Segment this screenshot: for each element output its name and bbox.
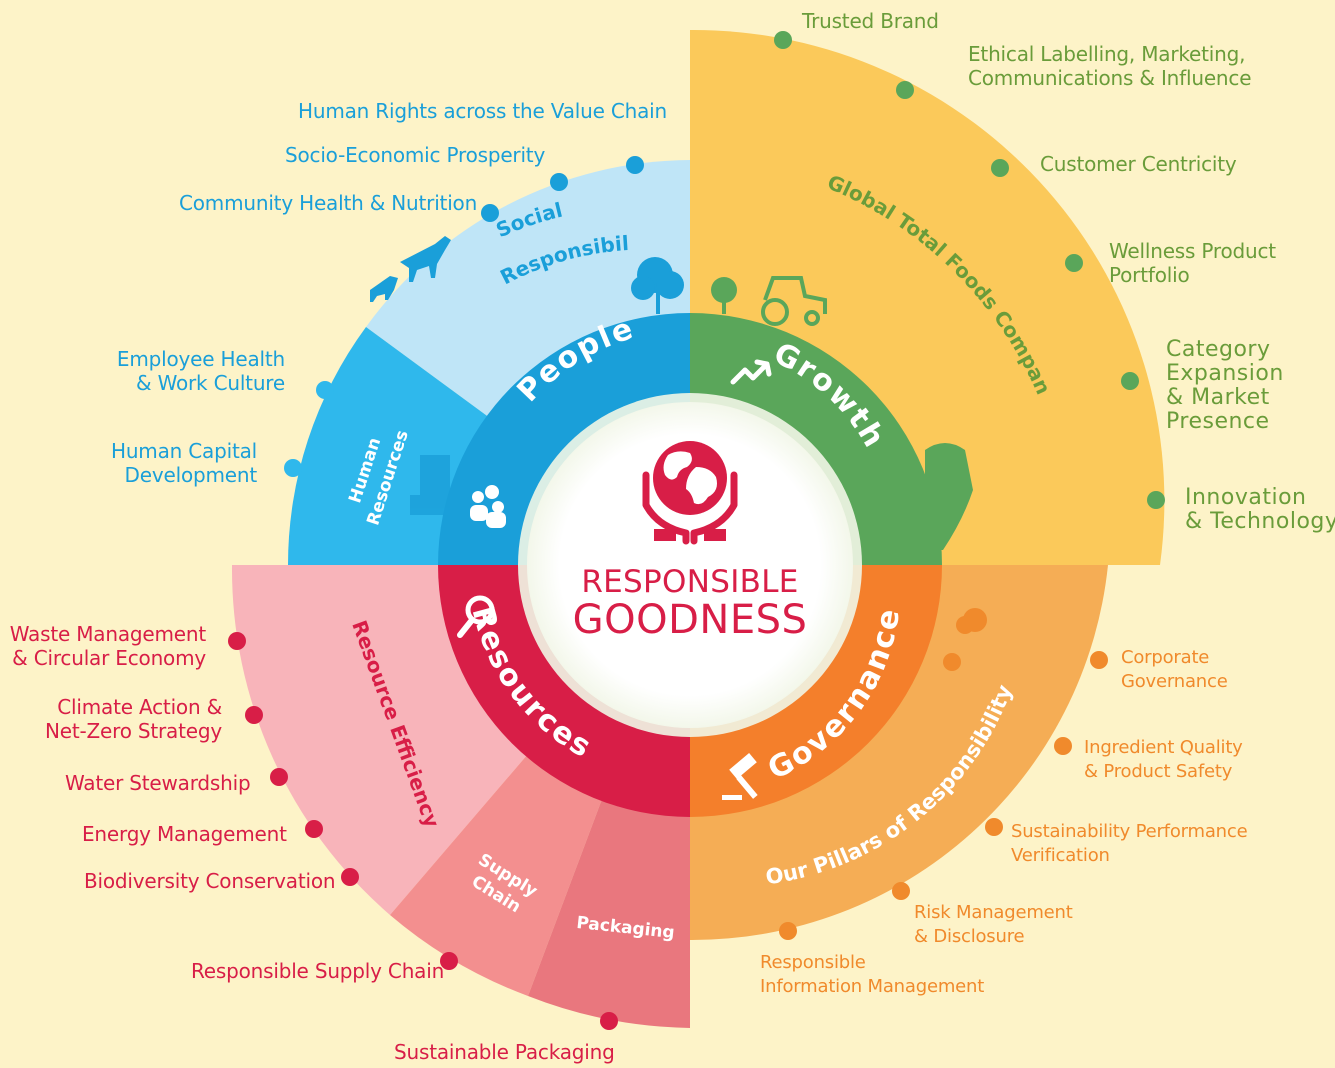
label-employee-health-1: Employee Health [116, 347, 285, 371]
small-tree-icon [711, 277, 737, 314]
label-waste-2: & Circular Economy [12, 646, 206, 670]
center-title-line1: RESPONSIBLE [581, 564, 799, 600]
people-dots [481, 156, 644, 222]
label-corporate-governance: Corporate Governance [1121, 646, 1228, 694]
label-innovation: Innovation & Technology [1185, 486, 1335, 534]
label-sustainability-2: Verification [1011, 845, 1110, 866]
label-info-2: Information Management [760, 976, 985, 997]
label-customer-centricity: Customer Centricity [1040, 152, 1237, 176]
label-ingredient-2: & Product Safety [1084, 761, 1233, 782]
resources-dots [228, 632, 618, 1030]
label-category-expansion: Category Expansion & Market Presence [1166, 338, 1284, 434]
label-sustainability-verification: Sustainability Performance Verification [1011, 820, 1248, 868]
label-energy-management: Energy Management [82, 822, 287, 846]
label-climate-1: Climate Action & [57, 695, 222, 719]
label-climate-2: Net-Zero Strategy [44, 719, 222, 743]
tree-cluster-icon [943, 608, 987, 671]
label-corporate-2: Governance [1121, 671, 1228, 692]
label-corporate-1: Corporate [1121, 647, 1210, 668]
hr-dots [284, 381, 334, 477]
label-innovation-2: & Technology [1185, 509, 1335, 534]
label-ethical-2: Communications & Influence [968, 66, 1252, 90]
label-human-capital-2: Development [124, 463, 258, 487]
magnifier-icon [457, 595, 495, 638]
cattle-icon [370, 236, 451, 302]
label-ethical-1: Ethical Labelling, Marketing, [968, 42, 1246, 66]
tree-icon [631, 257, 684, 314]
label-wellness-1: Wellness Product [1109, 239, 1276, 263]
label-category-2: Expansion [1166, 361, 1284, 386]
governance-dots [779, 651, 1108, 940]
label-waste-management: Waste Management & Circular Economy [0, 622, 206, 670]
tractor-icon [761, 276, 827, 326]
label-sustainability-1: Sustainability Performance [1011, 821, 1248, 842]
label-biodiversity: Biodiversity Conservation [84, 869, 336, 893]
growth-dots [774, 31, 1165, 509]
label-category-4: Presence [1166, 409, 1270, 434]
center-title: RESPONSIBLE GOODNESS [560, 565, 820, 641]
label-category-3: & Market [1166, 385, 1270, 410]
label-water-stewardship: Water Stewardship [65, 771, 251, 795]
label-human-capital-1: Human Capital [110, 439, 257, 463]
label-sustainable-packaging: Sustainable Packaging [394, 1040, 615, 1064]
center-disc [527, 402, 853, 728]
center-title-line2: GOODNESS [572, 597, 808, 643]
label-trusted-brand: Trusted Brand [802, 9, 939, 33]
label-community-health: Community Health & Nutrition [179, 191, 478, 215]
label-ingredient-1: Ingredient Quality [1084, 737, 1243, 758]
label-category-1: Category [1166, 337, 1271, 362]
label-human-rights: Human Rights across the Value Chain [298, 99, 667, 123]
label-waste-1: Waste Management [9, 622, 206, 646]
label-risk-2: & Disclosure [914, 926, 1025, 947]
globe-in-hands-icon [642, 441, 738, 545]
gavel-icon [722, 753, 758, 800]
people-group-icon [470, 485, 506, 528]
factory-icon [410, 455, 450, 515]
label-employee-health: Employee Health & Work Culture [100, 347, 285, 395]
label-innovation-1: Innovation [1185, 485, 1307, 510]
label-wellness-2: Portfolio [1109, 263, 1190, 287]
trend-up-icon [730, 359, 772, 385]
label-wellness-portfolio: Wellness Product Portfolio [1109, 239, 1276, 287]
label-information-management: Responsible Information Management [760, 951, 984, 999]
label-ingredient-quality: Ingredient Quality & Product Safety [1084, 736, 1243, 784]
farm-silhouette-icon [925, 443, 973, 550]
label-human-capital: Human Capital Development [80, 439, 257, 487]
label-responsible-supply-chain: Responsible Supply Chain [191, 959, 445, 983]
label-socio-economic: Socio-Economic Prosperity [285, 143, 546, 167]
label-ethical-labelling: Ethical Labelling, Marketing, Communicat… [968, 42, 1251, 90]
label-risk-1: Risk Management [914, 902, 1073, 923]
label-info-1: Responsible [760, 952, 866, 973]
label-risk-management: Risk Management & Disclosure [914, 901, 1073, 949]
label-climate-action: Climate Action & Net-Zero Strategy [20, 695, 222, 743]
label-employee-health-2: & Work Culture [136, 371, 285, 395]
